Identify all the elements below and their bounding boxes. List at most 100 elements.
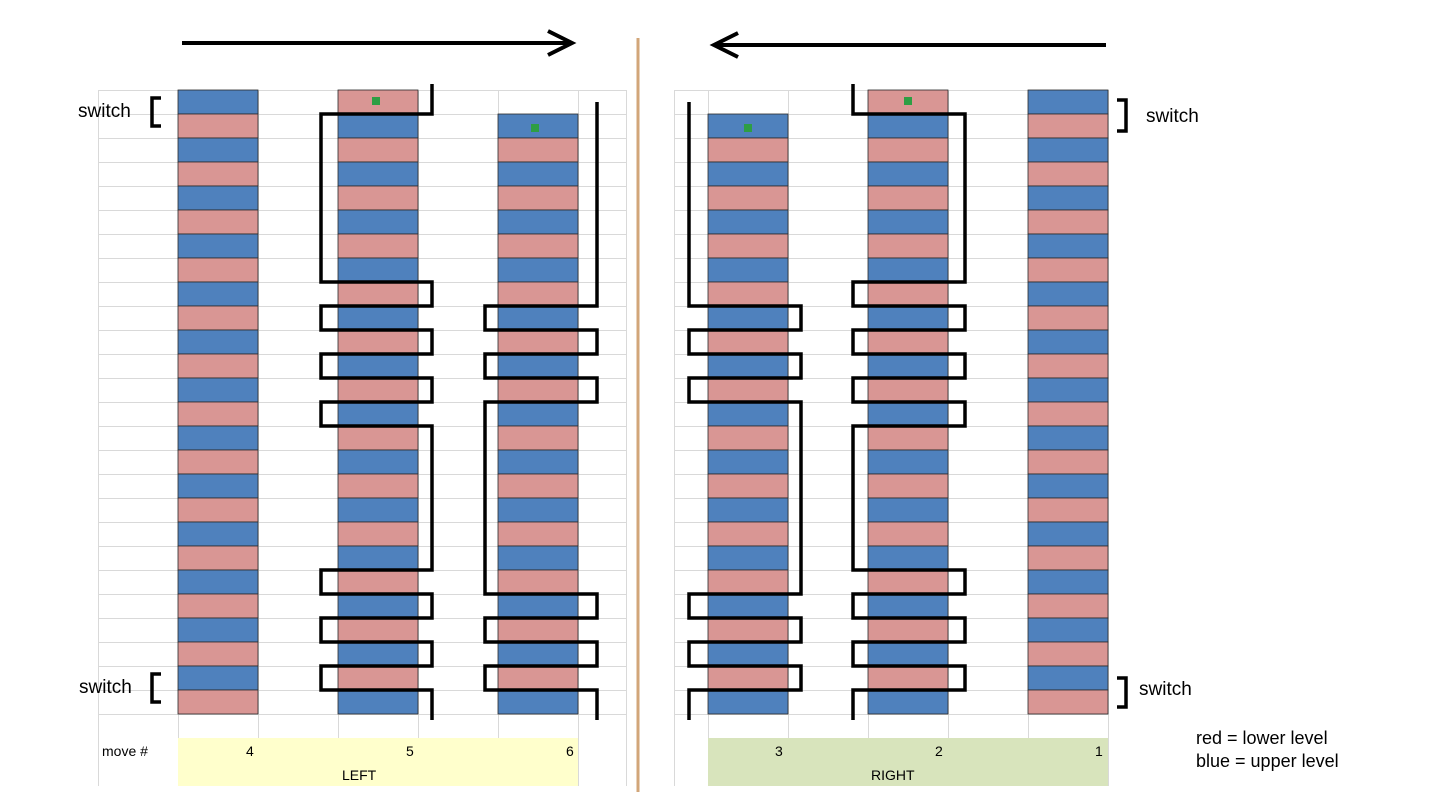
upper-level-stripe bbox=[1027, 89, 1109, 115]
lower-level-stripe bbox=[867, 425, 949, 451]
upper-level-stripe bbox=[707, 257, 789, 283]
upper-level-stripe bbox=[177, 377, 259, 403]
lower-level-stripe bbox=[707, 569, 789, 595]
upper-level-stripe bbox=[867, 209, 949, 235]
move-number-3: 3 bbox=[775, 743, 783, 759]
lower-level-stripe bbox=[867, 521, 949, 547]
upper-level-stripe bbox=[337, 353, 419, 379]
move-number-6: 6 bbox=[566, 743, 574, 759]
move-3-path bbox=[687, 102, 803, 720]
lower-level-stripe bbox=[497, 377, 579, 403]
move-5-path bbox=[319, 84, 434, 720]
left-group-label: LEFT bbox=[342, 767, 377, 783]
move-number-4: 4 bbox=[246, 743, 254, 759]
lower-level-stripe bbox=[177, 113, 259, 139]
upper-level-stripe bbox=[867, 257, 949, 283]
upper-level-stripe bbox=[1027, 185, 1109, 211]
lower-level-stripe bbox=[1027, 449, 1109, 475]
lower-level-stripe bbox=[707, 233, 789, 259]
upper-level-stripe bbox=[867, 497, 949, 523]
upper-level-stripe bbox=[337, 161, 419, 187]
lower-level-stripe bbox=[497, 425, 579, 451]
start-marker bbox=[372, 97, 380, 105]
lower-level-stripe bbox=[177, 689, 259, 715]
upper-level-stripe bbox=[707, 545, 789, 571]
upper-level-stripe bbox=[867, 113, 949, 139]
upper-level-stripe bbox=[867, 305, 949, 331]
upper-level-stripe bbox=[867, 449, 949, 475]
lower-level-stripe bbox=[177, 209, 259, 235]
upper-level-stripe bbox=[1027, 473, 1109, 499]
lower-level-stripe bbox=[177, 641, 259, 667]
upper-level-stripe bbox=[1027, 233, 1109, 259]
upper-level-stripe bbox=[497, 401, 579, 427]
lower-level-stripe bbox=[337, 617, 419, 643]
right-group-band bbox=[708, 738, 1108, 786]
upper-level-stripe bbox=[497, 209, 579, 235]
upper-level-stripe bbox=[1027, 377, 1109, 403]
lower-level-stripe bbox=[177, 305, 259, 331]
lower-level-stripe bbox=[497, 329, 579, 355]
upper-level-stripe bbox=[707, 161, 789, 187]
lower-level-stripe bbox=[177, 257, 259, 283]
upper-level-stripe bbox=[337, 113, 419, 139]
upper-level-stripe bbox=[177, 233, 259, 259]
lower-level-stripe bbox=[337, 473, 419, 499]
start-marker bbox=[904, 97, 912, 105]
group-bands bbox=[178, 738, 1108, 786]
lower-level-stripe bbox=[1027, 641, 1109, 667]
lower-level-stripe bbox=[1027, 689, 1109, 715]
lower-level-stripe bbox=[867, 617, 949, 643]
switch-bracket-bottom-right bbox=[1117, 676, 1128, 709]
switch-label-bottom-left: switch bbox=[79, 677, 132, 698]
lower-level-stripe bbox=[1027, 161, 1109, 187]
upper-level-stripe bbox=[497, 641, 579, 667]
left-group-band bbox=[178, 738, 578, 786]
upper-level-stripe bbox=[497, 353, 579, 379]
lower-level-stripe bbox=[1027, 353, 1109, 379]
upper-level-stripe bbox=[497, 593, 579, 619]
move-number-2: 2 bbox=[935, 743, 943, 759]
move-paths bbox=[319, 84, 967, 720]
lower-level-stripe bbox=[867, 233, 949, 259]
lower-level-stripe bbox=[707, 665, 789, 691]
upper-level-stripe bbox=[337, 497, 419, 523]
upper-level-stripe bbox=[177, 137, 259, 163]
upper-level-stripe bbox=[707, 641, 789, 667]
switch-label-bottom-right: switch bbox=[1139, 679, 1192, 700]
upper-level-stripe bbox=[1027, 521, 1109, 547]
lower-level-stripe bbox=[1027, 497, 1109, 523]
upper-level-stripe bbox=[707, 593, 789, 619]
lower-level-stripe bbox=[177, 545, 259, 571]
upper-level-stripe bbox=[337, 689, 419, 715]
upper-level-stripe bbox=[867, 641, 949, 667]
lower-level-stripe bbox=[1027, 257, 1109, 283]
upper-level-stripe bbox=[177, 569, 259, 595]
upper-level-stripe bbox=[497, 257, 579, 283]
lower-level-stripe bbox=[867, 137, 949, 163]
lower-level-stripe bbox=[1027, 545, 1109, 571]
lower-level-stripe bbox=[337, 281, 419, 307]
upper-level-stripe bbox=[707, 209, 789, 235]
upper-level-stripe bbox=[177, 521, 259, 547]
lower-level-stripe bbox=[497, 665, 579, 691]
lower-level-stripe bbox=[867, 185, 949, 211]
lower-level-stripe bbox=[337, 425, 419, 451]
lower-level-stripe bbox=[337, 569, 419, 595]
move-number-header: move # bbox=[102, 743, 148, 759]
upper-level-stripe bbox=[497, 545, 579, 571]
lower-level-stripe bbox=[497, 473, 579, 499]
upper-level-stripe bbox=[177, 185, 259, 211]
lower-level-stripe bbox=[497, 281, 579, 307]
lower-level-stripe bbox=[1027, 113, 1109, 139]
upper-level-stripe bbox=[177, 329, 259, 355]
switch-bracket-top-left bbox=[150, 96, 161, 128]
upper-level-stripe bbox=[707, 497, 789, 523]
lower-level-stripe bbox=[867, 329, 949, 355]
upper-level-stripe bbox=[1027, 281, 1109, 307]
switch-bracket-bottom-left bbox=[150, 672, 161, 704]
upper-level-stripe bbox=[1027, 329, 1109, 355]
upper-level-stripe bbox=[707, 449, 789, 475]
lower-level-stripe bbox=[707, 425, 789, 451]
